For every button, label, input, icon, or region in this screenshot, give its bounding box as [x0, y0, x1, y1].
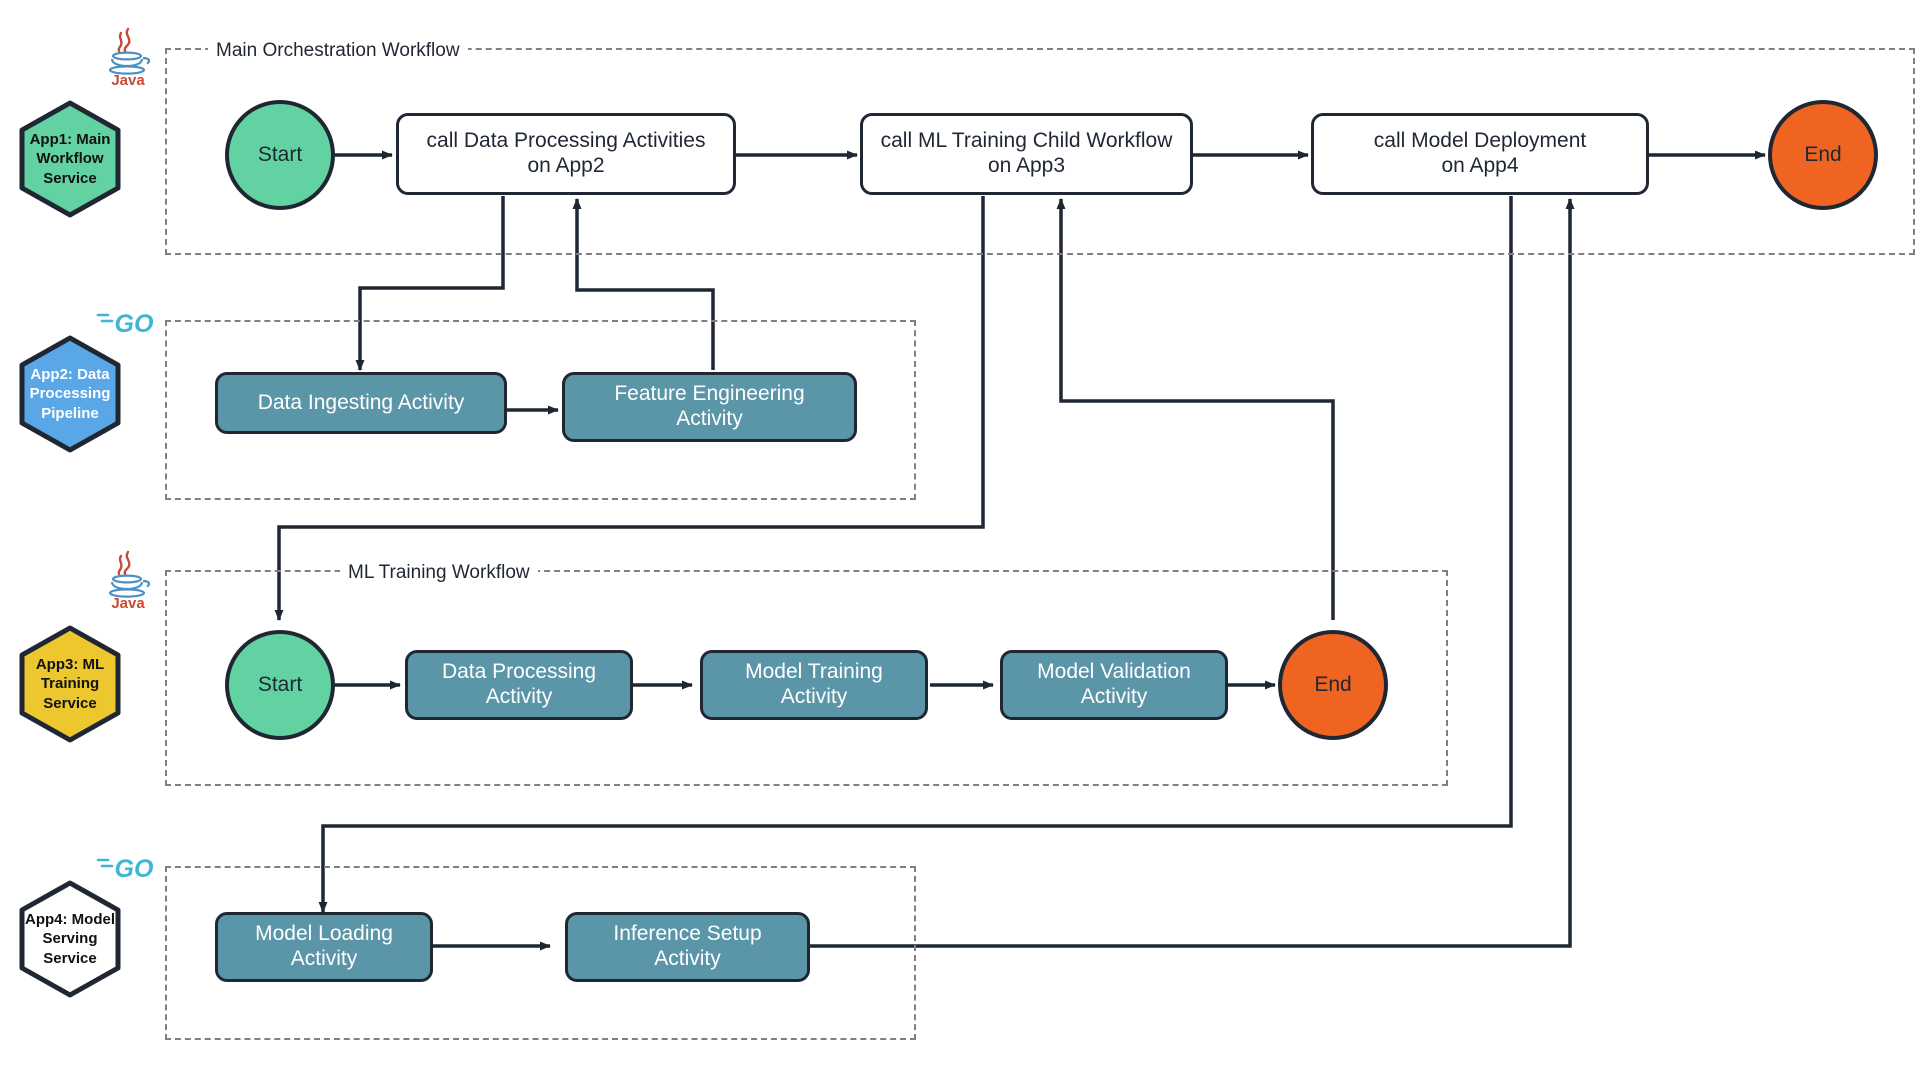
task-line-1: call Data Processing Activities — [426, 129, 706, 153]
service-label-app2: App2: Data Processing Pipeline — [29, 366, 111, 422]
hexagon-shape-app3 — [19, 625, 121, 743]
activity-line-2: Activity — [485, 685, 553, 708]
service-label-app4: App4: Model Serving Service — [25, 911, 115, 967]
activity-model-validation[interactable]: Model Validation Activity — [1000, 650, 1228, 720]
activity-line-1: Data Ingesting Activity — [257, 390, 465, 414]
activity-line-1: Model Loading — [255, 922, 393, 946]
service-badge-app2[interactable]: App2: Data Processing Pipeline — [18, 335, 122, 453]
activity-data-ingesting[interactable]: Data Ingesting Activity — [215, 372, 507, 434]
service-badge-app3[interactable]: App3: ML Training Service — [18, 625, 122, 743]
service-label-app3: App3: ML Training Service — [35, 656, 105, 712]
go-logo-text-app2: GO — [115, 310, 154, 338]
activity-line-2: Activity — [780, 685, 848, 708]
task-line-1: call Model Deployment — [1373, 129, 1587, 153]
go-logo-text-app4: GO — [115, 855, 154, 883]
activity-line-1: Model Training — [745, 660, 883, 684]
hexagon-app1: App1: Main Workflow Service — [18, 100, 122, 218]
arrows — [274, 150, 1766, 951]
activity-line-2: Activity — [676, 407, 743, 430]
lane-ml-title: ML Training Workflow — [340, 562, 538, 584]
task-call-ml-training-child-workflow-on-app3[interactable]: call ML Training Child Workflow on App3 — [860, 113, 1193, 195]
go-logo-app2: GO — [96, 306, 158, 340]
java-logo-text-app3: Java — [111, 595, 145, 610]
task-line-2: on App4 — [1441, 154, 1519, 177]
service-label-app1: App1: Main Workflow Service — [29, 131, 111, 187]
lane-app2-data-processing — [165, 320, 916, 500]
lane-main-orchestration-workflow — [165, 48, 1915, 255]
ml-end-label: End — [1314, 672, 1352, 696]
task-line-2: on App3 — [987, 154, 1066, 177]
activity-line-1: Model Validation — [1037, 660, 1191, 684]
activity-line-2: Activity — [290, 947, 358, 970]
java-logo-text-app1: Java — [111, 72, 145, 87]
activity-data-processing[interactable]: Data Processing Activity — [405, 650, 633, 720]
hexagon-app4: App4: Model Serving Service — [18, 880, 122, 998]
activity-line-1: Feature Engineering — [614, 382, 805, 406]
hexagon-app3: App3: ML Training Service — [18, 625, 122, 743]
activity-feature-engineering[interactable]: Feature Engineering Activity — [562, 372, 857, 442]
java-logo-app3: Java — [100, 548, 156, 612]
arrow-ml-end-to-call-app3 — [1056, 198, 1335, 620]
task-line-2: on App2 — [527, 154, 605, 177]
activity-line-1: Inference Setup — [613, 922, 762, 946]
lane-ml-training-workflow — [165, 570, 1448, 786]
activity-line-2: Activity — [654, 947, 721, 970]
go-logo-app4: GO — [96, 851, 158, 885]
task-call-model-deployment-on-app4[interactable]: call Model Deployment on App4 — [1311, 113, 1649, 195]
service-badge-app1[interactable]: App1: Main Workflow Service — [18, 100, 122, 218]
hexagon-shape-app1 — [19, 100, 121, 218]
ml-end-node[interactable]: End — [1278, 630, 1388, 740]
activity-model-training[interactable]: Model Training Activity — [700, 650, 928, 720]
hexagon-shape-app4 — [19, 880, 121, 998]
java-logo-app1: Java — [100, 25, 156, 89]
main-start-label: Start — [257, 142, 303, 166]
lane-main-title: Main Orchestration Workflow — [208, 40, 468, 62]
main-start-node[interactable]: Start — [225, 100, 335, 210]
activity-line-1: Data Processing — [441, 660, 597, 684]
lane-app4-model-serving — [165, 866, 916, 1040]
main-end-node[interactable]: End — [1768, 100, 1878, 210]
ml-start-node[interactable]: Start — [225, 630, 335, 740]
task-line-1: call ML Training Child Workflow — [880, 129, 1173, 153]
activity-model-loading[interactable]: Model Loading Activity — [215, 912, 433, 982]
arrow-call-app4-to-model-loading — [318, 196, 1513, 913]
task-call-data-processing-activities-on-app2[interactable]: call Data Processing Activities on App2 — [396, 113, 736, 195]
hexagon-app2: App2: Data Processing Pipeline — [18, 335, 122, 453]
service-badge-app4[interactable]: App4: Model Serving Service — [18, 880, 122, 998]
ml-start-label: Start — [257, 672, 303, 696]
main-end-label: End — [1804, 142, 1842, 166]
activity-line-2: Activity — [1080, 685, 1148, 708]
activity-inference-setup[interactable]: Inference Setup Activity — [565, 912, 810, 982]
hexagon-shape-app2 — [19, 335, 121, 453]
